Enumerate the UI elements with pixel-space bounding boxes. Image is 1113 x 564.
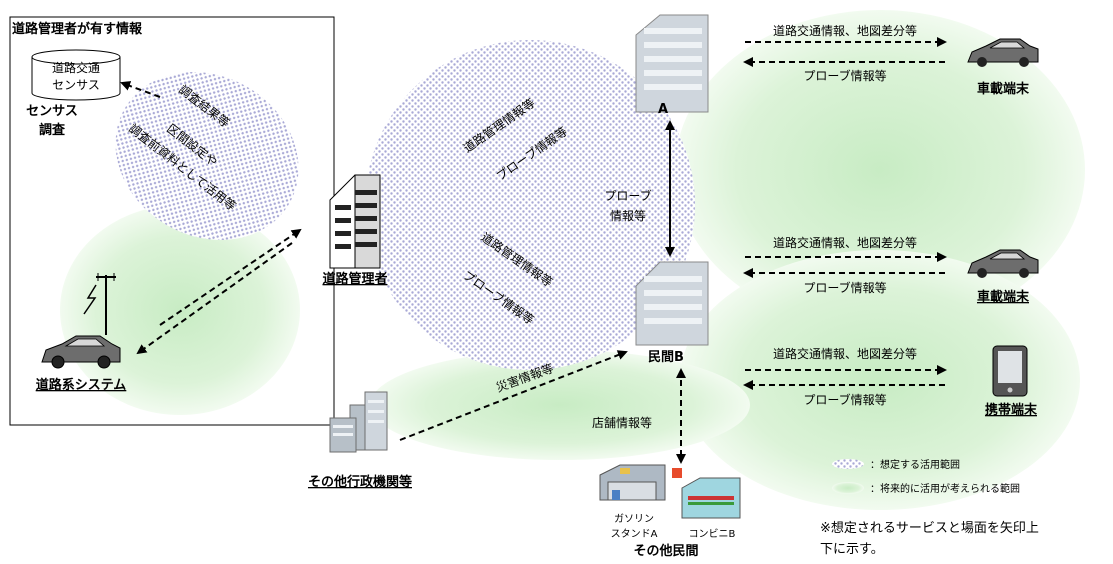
traffic-sensor-pole-icon (83, 273, 116, 335)
box-title: 道路管理者が有す情報 (12, 21, 143, 37)
label-probe-2: プローブ情報等 (803, 280, 886, 295)
label-traffic-1: 道路交通情報、地図差分等 (773, 23, 917, 38)
assumed-range-areas (115, 40, 695, 370)
legend-assumed-swatch (832, 459, 864, 469)
road-admin-building-icon (329, 174, 381, 269)
convenience-label: コンビニB (689, 528, 736, 540)
note-line1: ※想定されるサービスと場面を矢印上 (820, 520, 1039, 536)
car-terminal-2-icon (967, 249, 1039, 278)
census-survey-label-line2: 調査 (39, 122, 66, 138)
other-admin-label: その他行政機関等 (308, 474, 412, 490)
private-b-building-icon (635, 261, 709, 346)
road-system-label: 道路系システム (36, 377, 127, 393)
gas-station-icon (599, 464, 666, 501)
label-store-info: 店舗情報等 (592, 416, 652, 430)
census-database-icon (31, 49, 121, 101)
arrow-road-system-to-admin (159, 228, 302, 326)
label-probe-1: プローブ情報等 (803, 68, 886, 83)
legend-assumed-text: ：想定する活用範囲 (870, 458, 960, 471)
mobile-terminal-icon (992, 345, 1028, 397)
label-traffic-3: 道路交通情報、地図差分等 (773, 346, 917, 361)
label-traffic-2: 道路交通情報、地図差分等 (773, 235, 917, 250)
note-line2: 下に示す。 (820, 542, 884, 557)
label-probe-mid-2: 情報等 (610, 209, 646, 223)
label-probe-3: プローブ情報等 (803, 392, 886, 407)
private-a-label: A (658, 102, 668, 117)
convenience-store-icon (672, 468, 741, 519)
other-private-label: その他民間 (633, 543, 698, 559)
road-admin-label: 道路管理者 (322, 271, 387, 287)
legend-future-text: ：将来的に活用が考えられる範囲 (870, 482, 1020, 495)
census-box-line1: 道路交通 (52, 60, 100, 75)
label-probe-mid-1: プローブ (604, 188, 651, 203)
legend: ：想定する活用範囲 ：将来的に活用が考えられる範囲 (832, 458, 1020, 495)
car-terminal-1-label: 車載端末 (977, 81, 1030, 97)
arrow-to-census (120, 81, 161, 98)
census-box-line2: センサス (52, 78, 100, 92)
arrow-admin-to-road-system (136, 242, 293, 355)
legend-future-swatch (832, 482, 864, 494)
other-agency-buildings-icon (329, 391, 388, 453)
car-icon (41, 335, 121, 369)
gas-station-label-line2: スタンドA (611, 528, 658, 540)
car-terminal-1-icon (967, 38, 1039, 67)
gas-station-label-line1: ガソリン (614, 513, 654, 525)
mobile-terminal-label: 携帯端末 (985, 402, 1038, 418)
private-a-building-icon (635, 14, 709, 113)
arrow-disaster-info (399, 350, 628, 441)
census-survey-label-line1: センサス (26, 104, 78, 119)
car-terminal-2-label: 車載端末 (977, 289, 1030, 305)
private-b-label: 民間B (648, 350, 684, 365)
